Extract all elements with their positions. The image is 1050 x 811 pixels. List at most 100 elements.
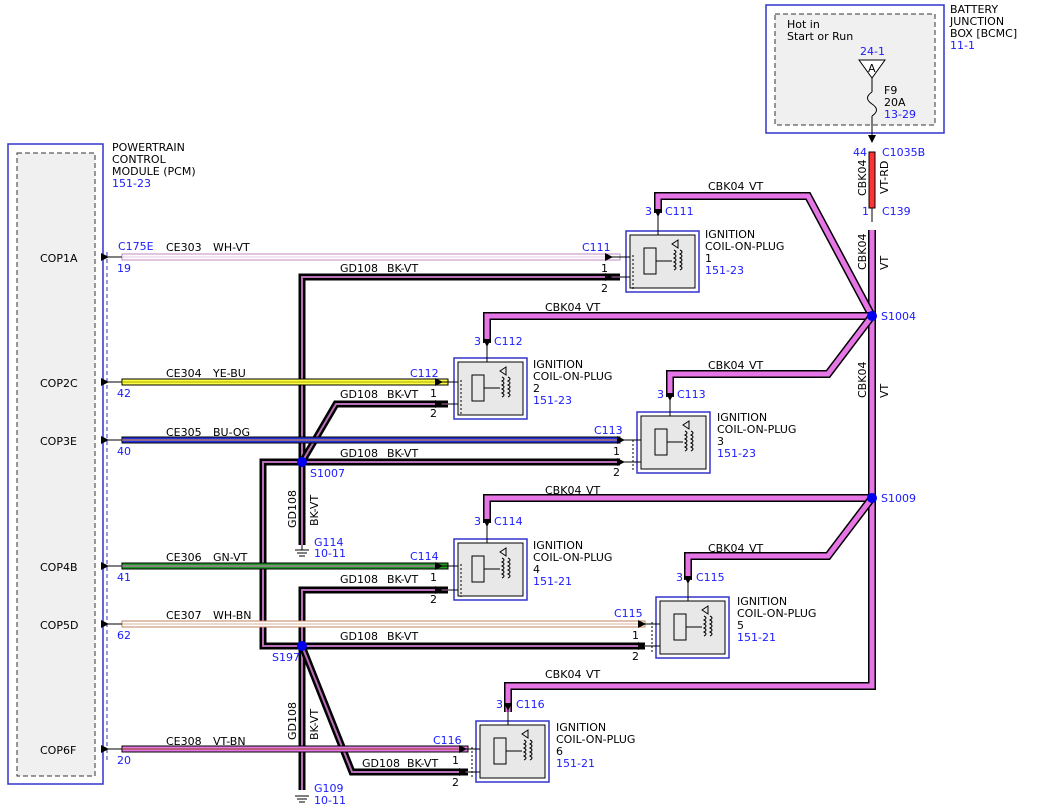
coil-number: 6 [556, 745, 563, 758]
power-wire-circuit: CBK04 [856, 234, 869, 270]
coil-signal-connector: C113 [594, 424, 623, 437]
coil-signal-pin: 1 [430, 571, 437, 584]
splice-label: S1009 [881, 492, 916, 505]
coil-signal-pin: 1 [430, 387, 437, 400]
coil-ground-pin: 2 [613, 466, 620, 479]
coil-power-pin: 3 [676, 571, 683, 584]
signal-wire-circuit: CE308 [166, 735, 202, 748]
power-wire-circuit: CBK04 [856, 362, 869, 398]
coil-title: IGNITION [533, 358, 583, 371]
pcm-module[interactable]: POWERTRAIN CONTROL MODULE (PCM) 151-23 C… [7, 141, 196, 785]
pcm-pin-name: COP5D [40, 619, 78, 632]
fuse-rating: 20A [884, 96, 906, 109]
coil-power-pin: 3 [657, 388, 664, 401]
ignition-coil-5[interactable]: 3 C115 C115 1 2 IGNITION COIL-ON-PLUG 5 … [614, 571, 816, 663]
ignition-coil-3[interactable]: 3 C113 C113 1 2 IGNITION COIL-ON-PLUG 3 … [594, 388, 796, 479]
ground-wires[interactable]: GD108 BK-VT GD108 BK-VT GD108 BK-VT GD10… [259, 262, 645, 790]
ground-symbol-icon [295, 545, 309, 557]
coil-ground-pin: 2 [601, 282, 608, 295]
ground-wire-circuit: GD108 [286, 490, 299, 528]
coil-signal-connector: C116 [433, 734, 462, 747]
ground-wire-color: BK-VT [387, 573, 418, 586]
splice-label: S1004 [881, 310, 916, 323]
bcm-ref: 11-1 [950, 39, 975, 52]
coil-ref: 151-21 [533, 575, 572, 588]
ground-wire-circuit: GD108 [340, 573, 378, 586]
ground-wire-circuit: GD108 [340, 262, 378, 275]
ground-name: G114 [314, 536, 344, 549]
ignition-coil-4[interactable]: 3 C114 C114 1 2 IGNITION COIL-ON-PLUG 4 … [410, 515, 612, 606]
ignition-coil-1[interactable]: 3 C111 C111 1 2 IGNITION COIL-ON-PLUG 1 … [582, 205, 784, 295]
pcm-title-line-3: MODULE (PCM) [112, 165, 196, 178]
coil-title: IGNITION [556, 721, 606, 734]
feed-wire-circuit: CBK04 [856, 160, 869, 196]
coil-power-connector: C111 [665, 205, 694, 218]
coil-number: 2 [533, 382, 540, 395]
signal-wire-color: VT-BN [213, 735, 246, 748]
pcm-pin-name: COP4B [40, 561, 78, 574]
signal-wire-1[interactable]: CE303 WH-VT [101, 241, 621, 261]
power-wire-color: VT [586, 668, 601, 681]
pcm-pin-number: 42 [117, 387, 131, 400]
pcm-pin-name: COP6F [40, 744, 76, 757]
pcm-title-line-1: POWERTRAIN [112, 141, 185, 154]
power-wire-color: VT [749, 359, 764, 372]
power-wire-color: VT [586, 484, 601, 497]
coil-subtitle: COIL-ON-PLUG [717, 423, 796, 436]
power-wires[interactable]: CBK04 VT CBK04 VT CBK04 VT CBK04 VT CBK0… [483, 180, 891, 712]
battery-junction-box[interactable]: BATTERY JUNCTION BOX [BCMC] 11-1 Hot in … [765, 3, 1017, 143]
signal-wire-5[interactable]: CE307 WH-BN [101, 609, 646, 628]
signal-wire-circuit: CE306 [166, 551, 202, 564]
pcm-pin-number: 41 [117, 571, 131, 584]
splice-s1004[interactable]: S1004 [867, 310, 916, 323]
bcm-title-line-3: BOX [BCMC] [950, 27, 1017, 40]
signal-wire-circuit: CE307 [166, 609, 202, 622]
ignition-coil-2[interactable]: 3 C112 C112 1 2 IGNITION COIL-ON-PLUG 2 … [410, 335, 612, 420]
splice-label: S197 [272, 651, 300, 664]
ground-ref: 10-11 [314, 547, 346, 560]
pcm-connector: C175E [118, 240, 154, 253]
feed-in-pin: 1 [862, 205, 869, 218]
power-wire-circuit: CBK04 [545, 301, 581, 314]
coil-signal-connector: C111 [582, 241, 611, 254]
coil-symbol-icon [673, 605, 713, 641]
coil-power-pin: 3 [474, 515, 481, 528]
splice-s197[interactable]: S197 [272, 641, 307, 664]
feed-wire[interactable]: 44 C1035B CBK04 VT-RD 1 C139 [853, 146, 925, 222]
signal-wire-color: WH-BN [213, 609, 252, 622]
power-wire-circuit: CBK04 [708, 542, 744, 555]
coil-power-pin: 3 [645, 205, 652, 218]
signal-wire-color: YE-BU [212, 367, 246, 380]
splice-s1007[interactable]: S1007 [297, 457, 345, 480]
ground-wire-circuit: GD108 [340, 388, 378, 401]
coil-symbol-icon [643, 239, 683, 275]
splice-s1009[interactable]: S1009 [867, 492, 916, 505]
coil-symbol-icon [654, 420, 694, 456]
signal-wire-6[interactable]: CE308 VT-BN [101, 735, 469, 753]
power-wire-circuit: CBK04 [708, 180, 744, 193]
bcm-title-line-2: JUNCTION [949, 15, 1004, 28]
coil-subtitle: COIL-ON-PLUG [533, 551, 612, 564]
signal-wire-circuit: CE304 [166, 367, 202, 380]
ignition-coil-6[interactable]: 3 C116 C116 1 2 IGNITION COIL-ON-PLUG 6 … [433, 698, 635, 789]
ground-wire-color: BK-VT [407, 757, 438, 770]
coil-title: IGNITION [737, 595, 787, 608]
ground-symbol-icon [295, 795, 309, 803]
pcm-ref: 151-23 [112, 177, 151, 190]
coil-ground-pin: 2 [430, 593, 437, 606]
signal-wire-4[interactable]: CE306 GN-VT [101, 551, 449, 570]
ground-wire-color: BK-VT [308, 495, 321, 526]
power-wire-color: VT [749, 180, 764, 193]
power-wire-circuit: CBK04 [545, 668, 581, 681]
signal-wire-color: GN-VT [213, 551, 248, 564]
signal-wire-3[interactable]: CE305 BU-OG [101, 426, 621, 444]
coil-power-connector: C116 [516, 698, 545, 711]
ground-wire-circuit: GD108 [340, 630, 378, 643]
power-wire-circuit: CBK04 [545, 484, 581, 497]
coil-symbol-icon [471, 366, 511, 402]
coil-subtitle: COIL-ON-PLUG [533, 370, 612, 383]
power-wire-color: VT [586, 301, 601, 314]
bcm-bus-ref: 24-1 [860, 45, 885, 58]
coil-power-connector: C113 [677, 388, 706, 401]
signal-wire-2[interactable]: CE304 YE-BU [101, 367, 449, 386]
